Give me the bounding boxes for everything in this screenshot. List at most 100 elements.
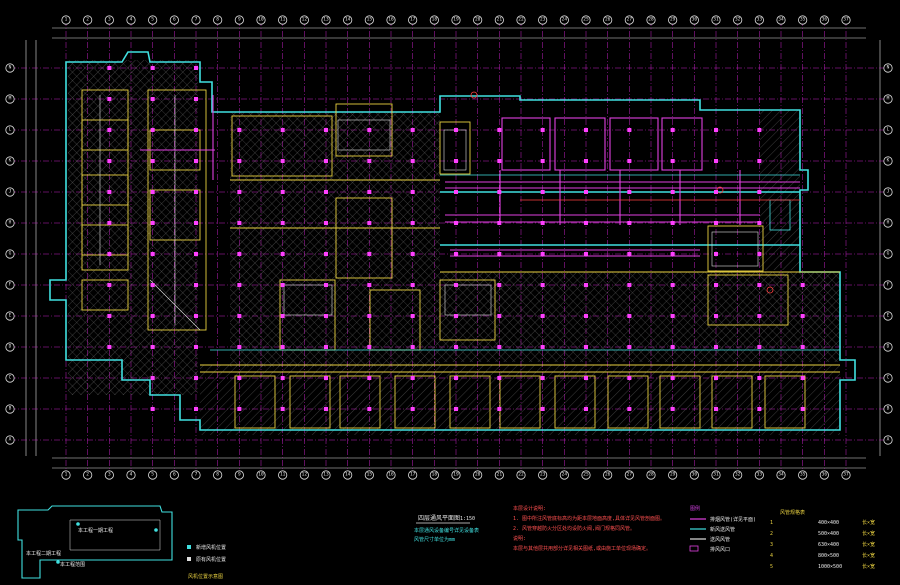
column — [540, 128, 545, 132]
column — [150, 407, 155, 411]
legend-item-2: 新风送风管 — [710, 526, 735, 533]
axis-label-bottom: 4 — [130, 472, 133, 478]
axis-label-bottom: 3 — [108, 472, 111, 478]
legend-item-4: 排风风口 — [710, 546, 730, 553]
axis-bubble-top: 4 — [126, 15, 136, 25]
axis-bubble-bottom: 34 — [776, 470, 786, 480]
axis-label-bottom: 6 — [173, 472, 176, 478]
axis-label-right: E — [887, 313, 890, 319]
axis-bubble-bottom: 9 — [234, 470, 244, 480]
axis-bubble-right: C — [883, 373, 893, 383]
axis-label-bottom: 27 — [627, 472, 633, 478]
axis-label-top: 6 — [173, 17, 176, 23]
column — [237, 221, 242, 225]
column — [367, 314, 372, 318]
column — [454, 283, 458, 287]
axis-label-top: 18 — [432, 17, 438, 23]
column — [280, 407, 285, 411]
duct-row-note: 长×宽 — [862, 563, 875, 570]
duct-row-size: 400×400 — [818, 520, 839, 526]
axis-label-top: 17 — [410, 17, 416, 23]
axis-label-left: G — [9, 251, 12, 257]
column — [454, 190, 458, 194]
axis-label-top: 14 — [345, 17, 351, 23]
column — [237, 407, 242, 411]
axis-bubble-top: 7 — [191, 15, 201, 25]
column — [800, 345, 805, 349]
column — [714, 252, 718, 256]
column — [150, 97, 155, 101]
axis-bubble-bottom: 18 — [429, 470, 439, 480]
column — [454, 376, 458, 380]
column — [194, 190, 198, 194]
column — [324, 221, 328, 225]
axis-label-left: E — [9, 313, 12, 319]
walls — [81, 89, 840, 429]
key-plan-label-2: 本工程二期工程 — [26, 550, 61, 557]
column — [107, 283, 112, 287]
axis-label-right: B — [887, 406, 890, 412]
column — [280, 159, 285, 163]
axis-label-top: 29 — [670, 17, 676, 23]
axis-label-bottom: 19 — [453, 472, 459, 478]
column — [150, 345, 155, 349]
column — [540, 252, 545, 256]
column — [454, 252, 458, 256]
legend-item-1: 排烟风管(详见平面) — [710, 516, 756, 523]
column — [454, 128, 458, 132]
column — [150, 283, 155, 287]
column — [107, 314, 112, 318]
column — [584, 190, 588, 194]
column — [540, 159, 545, 163]
column — [324, 407, 328, 411]
axis-bubble-bottom: 8 — [213, 470, 223, 480]
axis-bubble-right: D — [883, 342, 893, 352]
column — [237, 314, 242, 318]
axis-label-bottom: 30 — [692, 472, 698, 478]
axis-label-bottom: 12 — [302, 472, 308, 478]
column — [367, 345, 372, 349]
axis-label-right: M — [887, 96, 890, 102]
column — [367, 407, 372, 411]
duct-row-code: 5 — [770, 564, 773, 570]
column — [757, 283, 762, 287]
axis-bubble-top: 12 — [299, 15, 309, 25]
axis-label-bottom: 8 — [216, 472, 219, 478]
column — [194, 407, 198, 411]
axis-bubble-bottom: 30 — [689, 470, 699, 480]
column — [627, 376, 632, 380]
axis-bubble-bottom: 23 — [538, 470, 548, 480]
column — [410, 376, 415, 380]
column — [670, 190, 675, 194]
axis-label-bottom: 34 — [778, 472, 784, 478]
axis-label-top: 34 — [778, 17, 784, 23]
column — [150, 376, 155, 380]
column — [324, 159, 328, 163]
column — [107, 128, 112, 132]
duct-network — [140, 95, 800, 257]
structural-columns — [107, 66, 805, 411]
axis-bubble-top: 25 — [581, 15, 591, 25]
column — [497, 190, 502, 194]
axis-label-top: 1 — [65, 17, 68, 23]
column — [367, 252, 372, 256]
legend-item-3: 送风风管 — [710, 536, 730, 543]
column — [714, 314, 718, 318]
column — [324, 345, 328, 349]
axis-bubble-right: M — [883, 94, 893, 104]
axis-bubble-right: K — [883, 156, 893, 166]
axis-label-top: 24 — [562, 17, 568, 23]
fan-legend-item-1: 新增风机位置 — [196, 544, 226, 551]
axis-bubble-top: 32 — [733, 15, 743, 25]
column — [107, 345, 112, 349]
red-markers — [470, 91, 800, 294]
column — [714, 407, 718, 411]
column — [410, 407, 415, 411]
column — [194, 159, 198, 163]
axis-bubble-top: 3 — [104, 15, 114, 25]
axis-label-top: 8 — [216, 17, 219, 23]
column — [540, 314, 545, 318]
title-note-2: 风管尺寸单位为mm — [414, 536, 455, 543]
